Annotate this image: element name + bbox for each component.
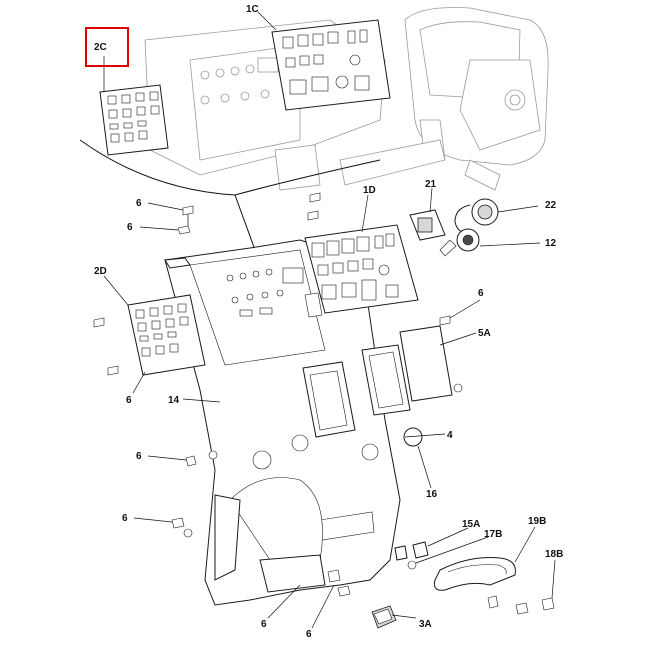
callout-labels: 2C 1C 1D 21 22 12 6 6 2D 6 5A 6 14 4 6 1… <box>94 4 563 640</box>
callout-2d[interactable]: 2D <box>94 266 107 277</box>
callout-18b[interactable]: 18B <box>545 549 563 560</box>
seat-background <box>339 7 549 191</box>
callout-17b[interactable]: 17B <box>484 529 502 540</box>
plug-12 <box>439 228 480 257</box>
switch-panel-2d <box>127 294 206 376</box>
connector-22 <box>454 198 499 233</box>
callout-1c[interactable]: 1C <box>246 4 259 15</box>
callout-6-upper-left[interactable]: 6 <box>136 198 142 209</box>
callout-5a[interactable]: 5A <box>478 328 491 339</box>
callout-14[interactable]: 14 <box>168 395 180 406</box>
callout-6-upper-left-2[interactable]: 6 <box>127 222 133 233</box>
callout-16[interactable]: 16 <box>426 489 438 500</box>
callout-2c[interactable]: 2C <box>94 42 107 53</box>
callout-22[interactable]: 22 <box>545 200 557 211</box>
cap-3a <box>371 605 397 629</box>
callout-6-bottom-left[interactable]: 6 <box>261 619 267 630</box>
callout-1d[interactable]: 1D <box>363 185 376 196</box>
grommet-15a <box>394 541 429 561</box>
key-switch-21 <box>409 209 446 241</box>
gasket-frame <box>302 325 453 438</box>
leader-lines <box>103 11 556 629</box>
console-body-14 <box>164 239 401 606</box>
decal-panel-1c <box>271 19 391 111</box>
callout-15a[interactable]: 15A <box>462 519 480 530</box>
callout-6-left-middle[interactable]: 6 <box>126 395 132 406</box>
callout-4[interactable]: 4 <box>447 430 453 441</box>
fasteners-6 <box>93 192 555 615</box>
decal-panel-1d <box>304 224 419 314</box>
seal-ring-16 <box>403 427 423 447</box>
callout-6-bottom-center[interactable]: 6 <box>306 629 312 640</box>
grommet-17b <box>407 560 417 570</box>
detail-leader-curve <box>79 139 256 251</box>
callout-6-right[interactable]: 6 <box>478 288 484 299</box>
callout-21[interactable]: 21 <box>425 179 437 190</box>
callout-6-left-bottom[interactable]: 6 <box>122 513 128 524</box>
detail-leader-curve-2 <box>234 159 381 196</box>
switch-panel-2c <box>99 84 169 156</box>
callout-3a[interactable]: 3A <box>419 619 432 630</box>
harness-19b-inner <box>447 564 507 575</box>
callout-19b[interactable]: 19B <box>528 516 546 527</box>
callout-highlight-box <box>85 27 129 67</box>
callout-6-left-lower[interactable]: 6 <box>136 451 142 462</box>
callout-12[interactable]: 12 <box>545 238 557 249</box>
